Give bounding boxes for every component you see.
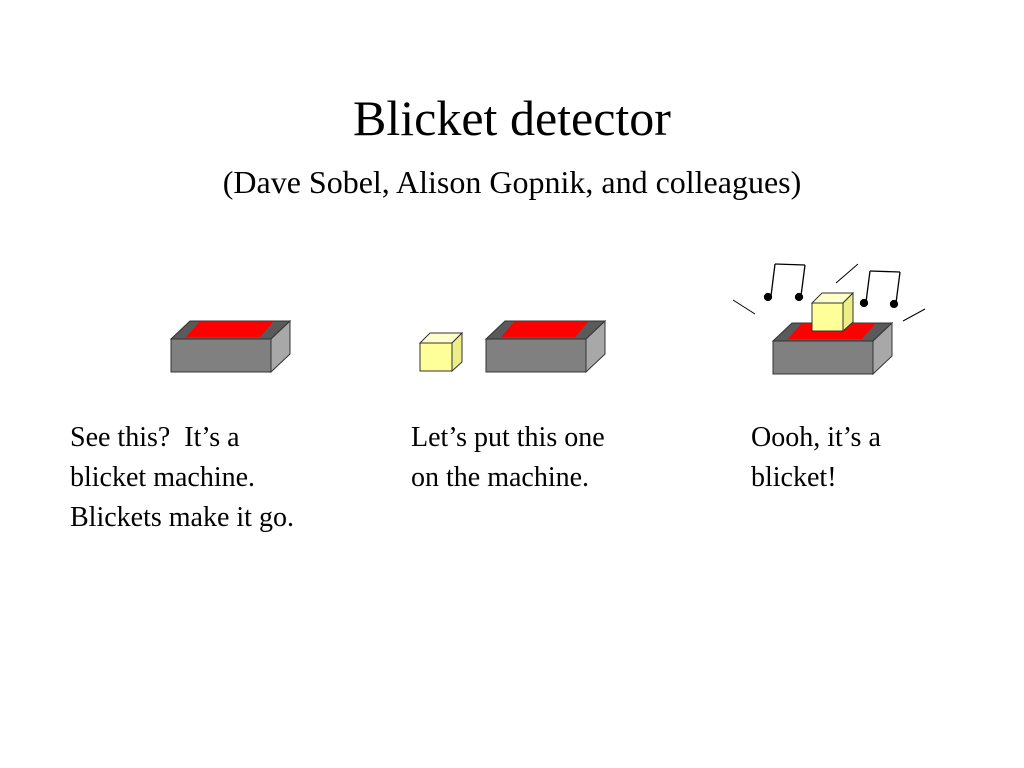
caption-line: on the machine. <box>411 462 590 493</box>
slide-subtitle: (Dave Sobel, Alison Gopnik, and colleagu… <box>222 164 802 200</box>
caption-line: Blickets make it go. <box>70 502 294 533</box>
slide-title: Blicket detector <box>353 90 671 146</box>
music-note-icon <box>859 270 901 309</box>
caption-panel-3: Oooh, it’s a blicket! <box>751 418 881 498</box>
detector-pad <box>186 322 273 337</box>
machine-panel-3 <box>771 321 894 376</box>
machine-panel-2 <box>484 319 607 374</box>
caption-line: See this? It’s a <box>70 422 240 453</box>
caption-line: blicket! <box>751 462 837 493</box>
sound-lines <box>732 263 926 322</box>
caption-panel-1: See this? It’s a blicket machine. Blicke… <box>70 418 294 538</box>
detector-pad <box>501 322 588 337</box>
block-panel-3 <box>810 291 855 333</box>
machine-panel-1 <box>169 319 292 374</box>
music-note-icon <box>763 263 806 302</box>
caption-line: blicket machine. <box>70 462 256 493</box>
block-panel-2 <box>418 331 464 373</box>
caption-line: Oooh, it’s a <box>751 422 881 453</box>
caption-panel-2: Let’s put this one on the machine. <box>411 418 605 498</box>
caption-line: Let’s put this one <box>411 422 605 453</box>
